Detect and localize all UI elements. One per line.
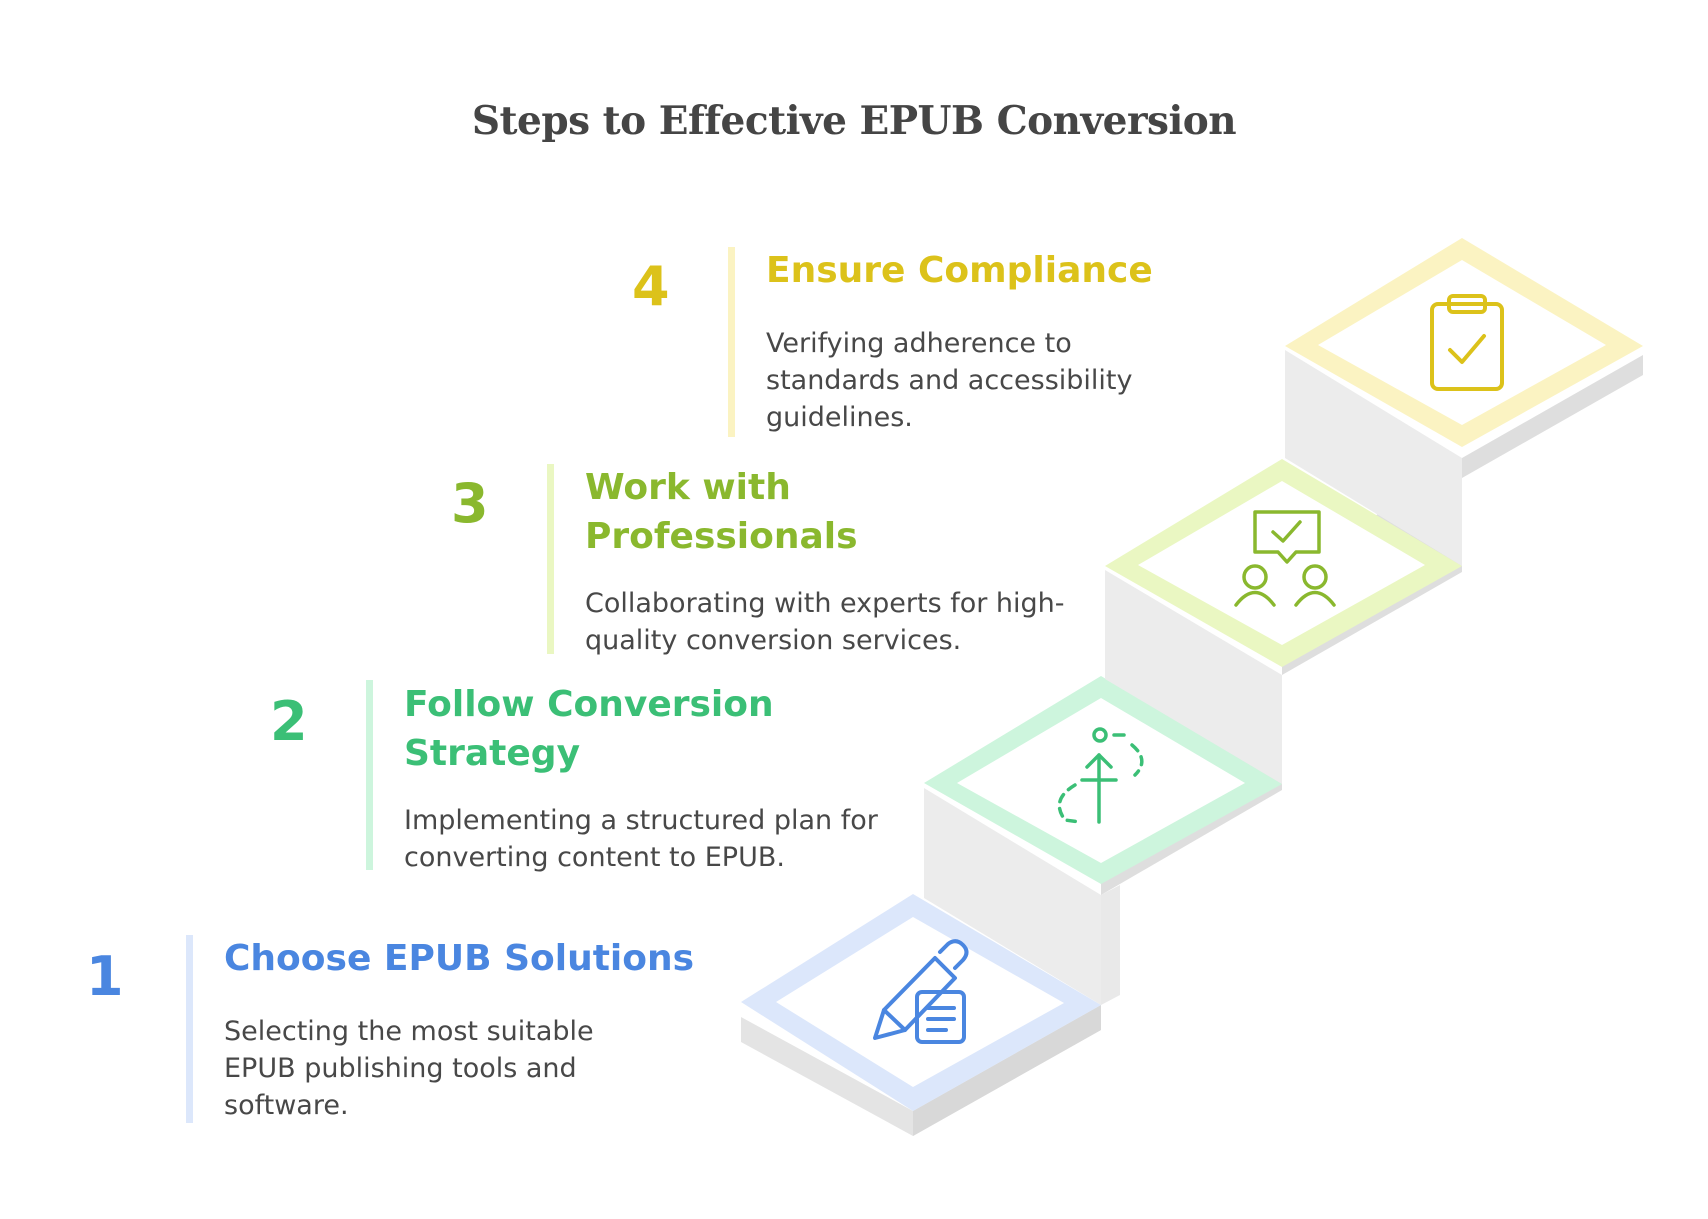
step-4-number: 4 <box>632 255 670 318</box>
step-1-number: 1 <box>86 945 124 1008</box>
step-3-accent-bar <box>547 464 554 654</box>
step-3-heading: Work with Professionals <box>585 467 858 557</box>
step-2-number: 2 <box>270 690 308 753</box>
step-1-block <box>741 885 1120 1136</box>
step-2-description: Implementing a structured plan for conve… <box>404 805 878 873</box>
step-4-accent-bar <box>728 247 735 437</box>
step-4-block <box>1285 238 1643 566</box>
step-3-block <box>1105 459 1462 784</box>
step-2-heading: Follow Conversion Strategy <box>404 684 774 774</box>
collaboration-chat-icon <box>1234 510 1336 607</box>
pencil-document-icon <box>873 939 969 1044</box>
page-title: Steps to Effective EPUB Conversion <box>471 98 1237 144</box>
step-3-description: Collaborating with experts for high-qual… <box>585 588 1065 656</box>
step-1-description: Selecting the most suitable EPUB publish… <box>224 1016 594 1121</box>
strategy-path-icon <box>1057 727 1144 824</box>
step-4-heading: Ensure Compliance <box>766 250 1153 291</box>
step-4-description: Verifying adherence to standards and acc… <box>766 328 1133 433</box>
step-1-heading: Choose EPUB Solutions <box>224 938 695 979</box>
step-1-accent-bar <box>186 935 193 1123</box>
step-3-number: 3 <box>451 472 489 535</box>
step-2-accent-bar <box>366 680 373 870</box>
clipboard-check-icon <box>1430 294 1504 391</box>
